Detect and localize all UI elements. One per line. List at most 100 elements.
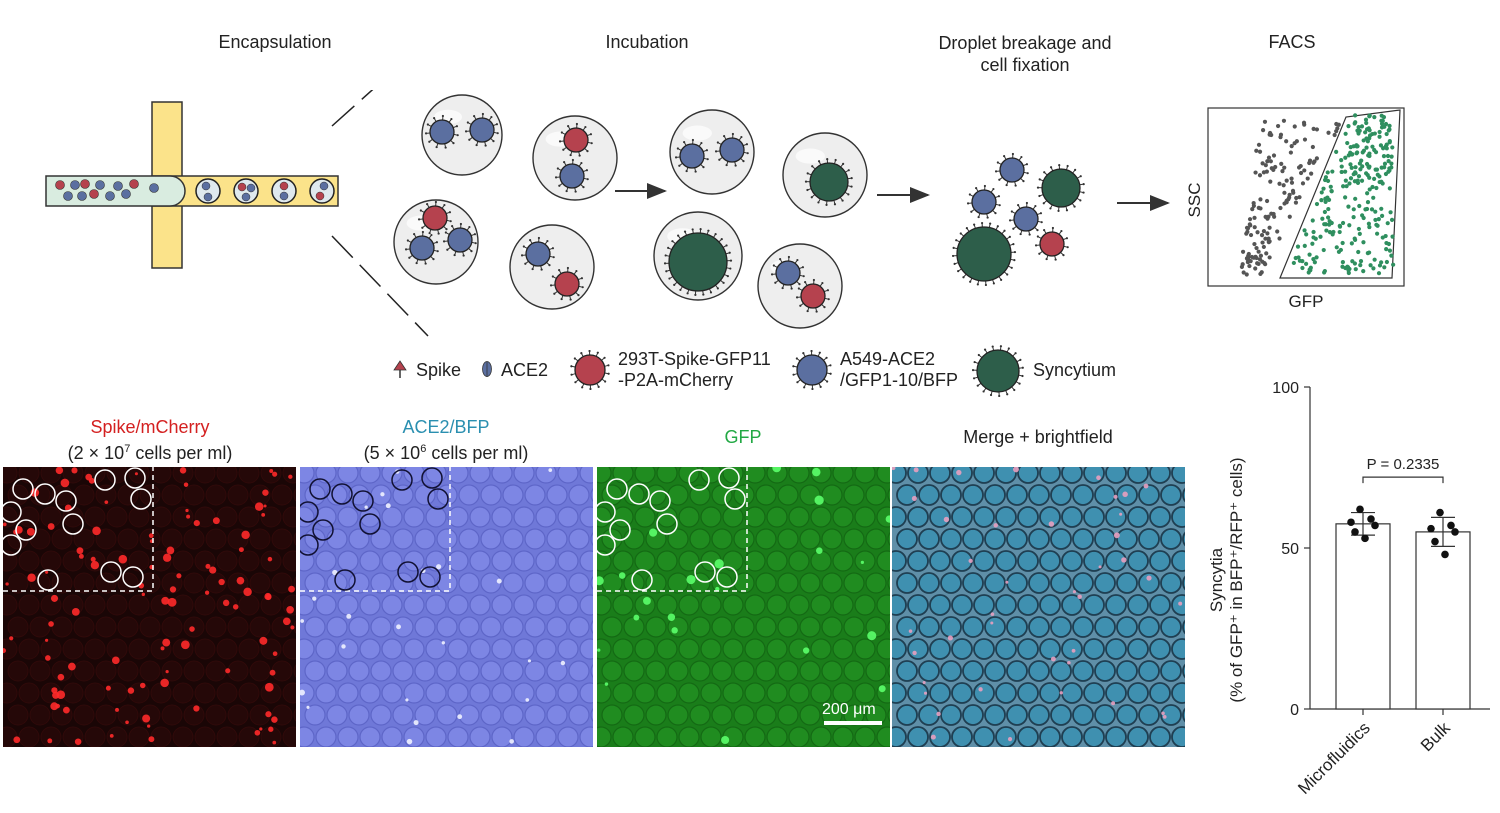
facs-dot-gray [1263,214,1268,219]
facs-dot-gray [1291,190,1296,195]
facs-dot-green [1341,184,1346,189]
facs-dot-green [1291,260,1296,266]
facs-dot-green [1387,166,1392,171]
facs-dot-green [1322,222,1327,227]
bar-bulk [1415,531,1471,710]
released-cell [1034,226,1069,261]
p-value-label: P = 0.2335 [1367,456,1440,473]
facs-dot-gray [1279,161,1284,167]
facs-dot-gray [1287,192,1292,197]
facs-dot-green [1364,120,1369,126]
facs-dot-gray [1252,241,1257,247]
facs-dot-gray [1252,225,1257,230]
facs-dot-green [1322,177,1328,183]
facs-dot-gray [1255,230,1260,235]
facs-dot-gray [1289,180,1295,185]
spike-sub-exp: 7 [124,443,131,455]
facs-dot-green [1370,184,1375,190]
facs-dot-green [1311,229,1316,235]
facs-dot-gray [1240,249,1246,254]
facs-dot-green [1384,259,1390,265]
facs-dot-green [1325,195,1330,200]
facs-dot-green [1355,128,1360,133]
data-point [1427,524,1435,533]
facs-dot-green [1372,131,1377,136]
syncytium-icon [972,345,1024,397]
facs-dot-gray [1332,132,1337,138]
microscopy-ace2-panel [300,467,593,747]
legend-syncytium-label: Syncytium [1033,360,1117,380]
droplet-8 [757,243,843,329]
highlight-circles [3,467,152,591]
legend-293t-label: 293T-Spike-GFP11 -P2A-mCherry [618,349,771,391]
facs-dot-green [1382,265,1387,270]
ace2-sub-exp: 6 [420,443,427,455]
facs-dot-green [1296,255,1301,260]
bar-chart-marks: P = 0.2335 [1335,456,1471,710]
stage-encapsulation-label: Encapsulation [218,32,332,52]
facs-dot-green [1346,204,1351,209]
facs-dot-gray [1255,261,1260,266]
legend-293t-line1: 293T-Spike-GFP11 [618,349,771,369]
facs-dot-green [1348,162,1353,167]
legend-spike-label: Spike [416,360,462,380]
facs-dot-green [1382,165,1387,170]
spike-icon [393,360,407,378]
legend-a549-line1: A549-ACE2 [840,349,936,369]
facs-dot-gray [1252,215,1257,220]
facs-dot-gray [1277,181,1282,186]
facs-dot-green [1389,217,1395,222]
inlet-cells [55,179,159,201]
facs-dot-gray [1265,159,1270,164]
panel-spike-subtitle: (2 × 107 cells per ml) [68,438,233,464]
facs-dot-gray [1260,240,1265,245]
facs-gate [1279,109,1401,279]
facs-dot-gray [1263,163,1268,168]
facs-dot-gray [1294,139,1299,144]
facs-dot-gray [1280,169,1285,174]
ace2-icon [482,361,492,377]
facs-dot-green [1347,181,1352,186]
facs-dot-green [1314,255,1319,260]
panel-spike-name: Spike/mCherry [90,417,210,437]
droplet-cell [795,278,830,313]
facs-dot-green [1337,223,1342,229]
facs-dot-green [1386,159,1391,164]
facs-dot-gray [1261,170,1266,175]
droplet-cell [464,112,499,147]
facs-dot-green [1324,228,1329,233]
facs-dot-gray [1277,236,1282,241]
facs-dot-green [1372,176,1377,181]
panel-spike-title: Spike/mCherry (2 × 107 cells per ml) [68,416,233,464]
facs-dot-green [1326,215,1331,220]
data-point [1431,537,1439,546]
facs-dot-green [1343,169,1348,174]
spike-sub-b: cells per ml) [130,443,233,463]
droplet-grid [597,467,890,747]
facs-dot-green [1356,226,1361,232]
facs-dot-gray [1284,178,1289,183]
facs-dot-green [1355,180,1361,185]
stage-breakage-label: Droplet breakage and cell fixation [938,32,1111,76]
facs-dot-green [1304,232,1309,237]
facs-dot-green [1339,158,1344,163]
facs-dot-green [1346,268,1351,273]
droplet-cell [417,200,452,235]
facs-dot-gray [1257,257,1263,262]
facs-dot-green [1371,195,1376,200]
facs-dot-green [1343,265,1348,271]
data-point [1351,528,1359,536]
facs-dots [1239,113,1396,277]
facs-dot-green [1390,145,1395,150]
x-tick-label-microfluidics: Microfluidics [1294,718,1374,798]
facs-dot-gray [1267,130,1273,136]
facs-dot-gray [1284,139,1289,144]
facs-dot-green [1384,131,1389,137]
facs-dot-green [1360,164,1365,169]
microscopy-spike-panel [3,467,296,747]
inset-boundary [300,467,451,592]
facs-dot-green [1364,145,1369,150]
droplet-cell [674,138,709,173]
facs-dot-green [1302,243,1307,248]
facs-dot-green [1387,186,1392,191]
